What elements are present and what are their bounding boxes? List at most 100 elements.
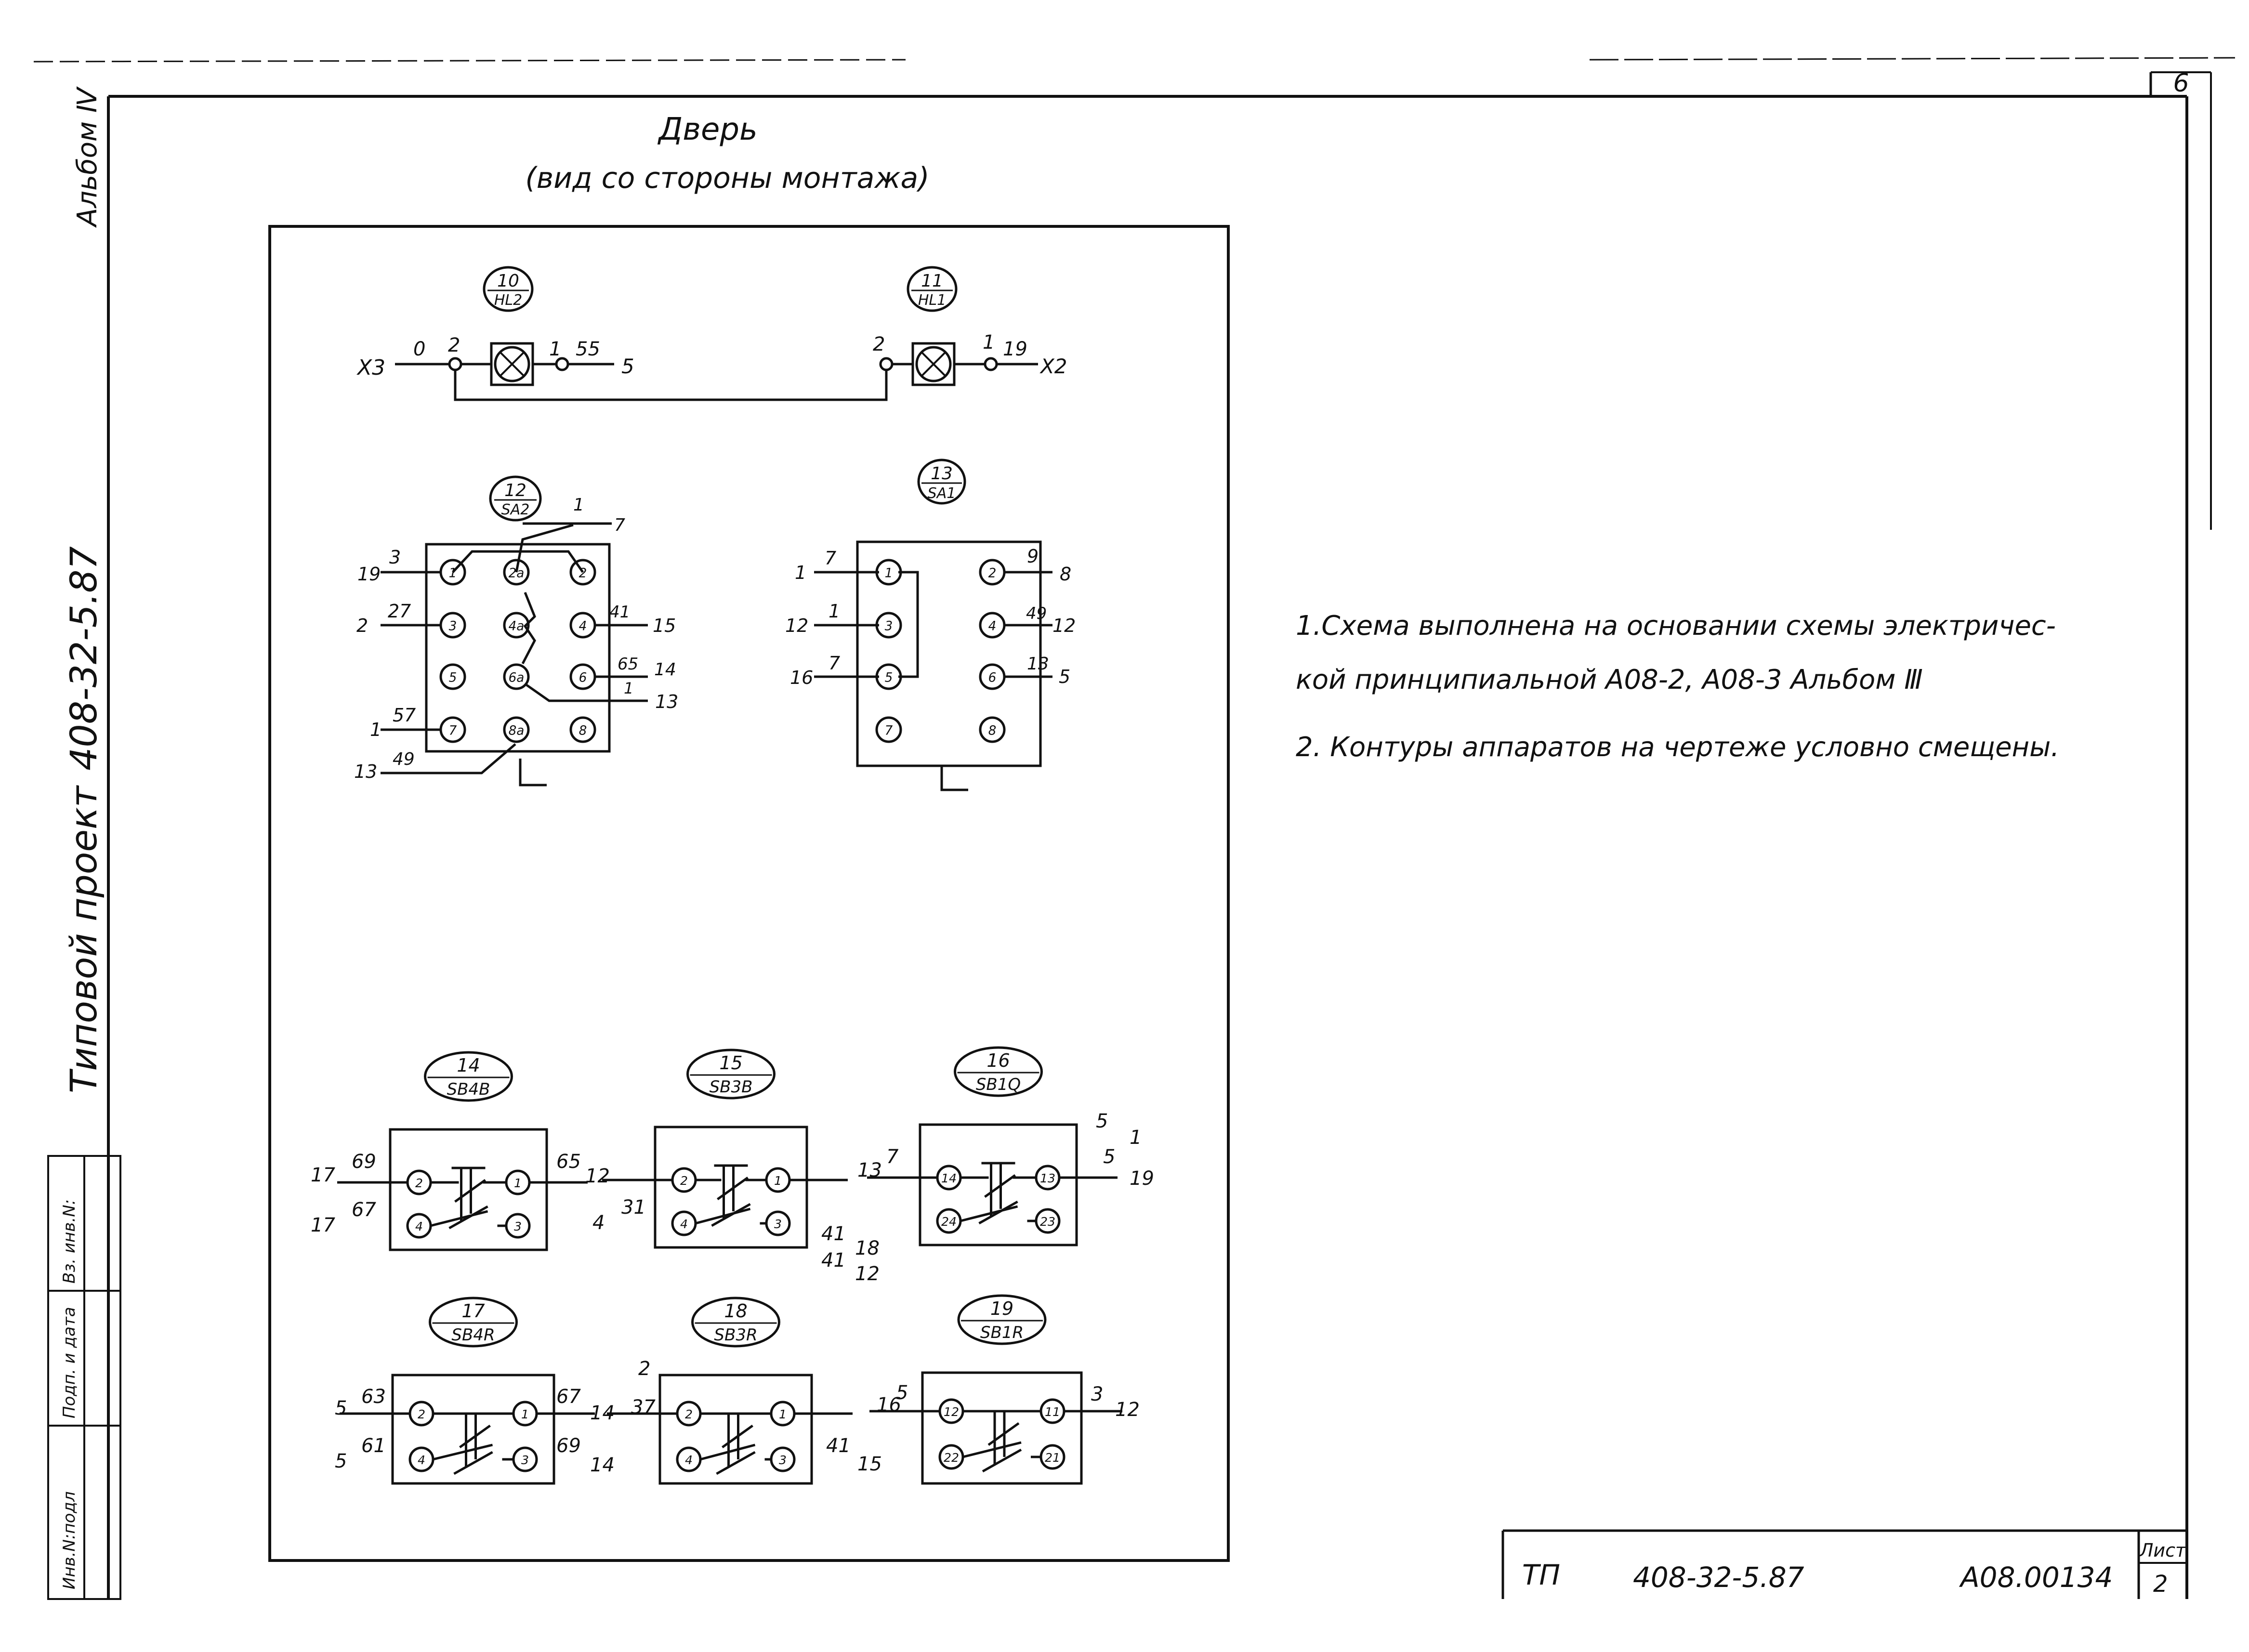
pin-circle	[875, 612, 902, 639]
button-wire-label: 61	[361, 1435, 386, 1457]
sa1-label: 7	[825, 548, 836, 569]
switch-sa1-labels: 1 7 9 8 12 1 49 12 16 7 13 5	[785, 546, 1076, 688]
button-wire-label: 31	[621, 1196, 646, 1219]
sa1-pin-label: 1	[885, 566, 893, 581]
pin-circle	[569, 612, 596, 639]
switch-sa2-type: SA2	[501, 501, 530, 518]
button-wire-label: 17	[311, 1214, 335, 1236]
button-body	[389, 1128, 548, 1251]
button-pin-label: 2	[680, 1174, 688, 1188]
sa2-pin-label: 3	[449, 619, 457, 634]
button-ref: 17	[461, 1300, 485, 1322]
button-pusher	[448, 1167, 488, 1230]
lamp-hl1-pin-right: 1	[983, 331, 995, 354]
sa1-pin-label: 3	[885, 619, 893, 634]
sa1-label: 1	[795, 562, 806, 583]
button-body	[921, 1371, 1083, 1485]
button-wire-label: 4	[592, 1212, 605, 1234]
sa1-pin-label: 7	[885, 724, 893, 738]
button-type: SB4R	[451, 1325, 495, 1345]
lamp-hl2-type: HL2	[494, 292, 522, 309]
lamp-hl1	[879, 266, 1038, 386]
sheet-frame	[33, 57, 2236, 1599]
sa2-pin-label: 8	[579, 724, 587, 738]
title-block	[1501, 1529, 2187, 1599]
pin-circle	[979, 663, 1006, 690]
button-type: SB3R	[714, 1325, 757, 1345]
title-block-code: А08.00134	[1959, 1561, 2113, 1594]
sa2-pin-label: 5	[449, 671, 457, 685]
sa1-label: 49	[1026, 604, 1047, 623]
sa2-label: 15	[653, 615, 676, 636]
project-type-side: Типовой проект	[62, 785, 105, 1093]
pin-circle	[875, 559, 902, 586]
switch-sa2-labels: 1 7 19 3 2 27 41 15 65 14 1 13 1 57 13 4…	[354, 495, 678, 782]
sa2-label: 13	[354, 761, 377, 782]
album-label: Альбом Ⅳ	[72, 86, 103, 228]
pin-circle	[503, 663, 530, 690]
button-body	[391, 1374, 555, 1485]
note-line-1: 1.Схема выполнена на основании схемы эле…	[1296, 610, 2056, 642]
button-wire-label: 63	[361, 1386, 386, 1408]
lamp-hl2-wire-out: 55	[576, 338, 600, 360]
sa2-label: 1	[370, 719, 381, 740]
lamp-hl2-tag	[483, 266, 534, 312]
lamp-hl1-ref: 11	[921, 271, 943, 291]
pin-circle	[439, 716, 466, 743]
switch-sa1-tag	[917, 459, 966, 505]
sa2-pin-label: 6а	[509, 671, 525, 685]
button-pin-label: 23	[1040, 1215, 1055, 1229]
button-pin-label: 3	[774, 1217, 782, 1231]
switch-sa1-body	[856, 540, 1042, 767]
pin-circle	[569, 663, 596, 690]
button-pusher	[982, 1410, 1022, 1473]
lamp-hl2	[395, 266, 888, 401]
sa2-label: 14	[654, 660, 676, 680]
sa2-label: 3	[389, 547, 401, 568]
button-tag	[954, 1046, 1043, 1097]
sa1-label: 5	[1059, 666, 1070, 687]
button-contacts	[695, 1179, 766, 1225]
pin-circle	[875, 663, 902, 690]
button-pin-label: 3	[521, 1453, 529, 1467]
sa2-label: 57	[393, 705, 416, 726]
stamp-vz-inv: Вз. инв.N:	[60, 1199, 79, 1284]
button-tag	[691, 1297, 780, 1348]
button-ref: 19	[990, 1298, 1013, 1319]
button-tag	[424, 1051, 513, 1102]
button-wire-label: 5	[896, 1382, 908, 1404]
button-contacts	[960, 1176, 1036, 1222]
button-wire-label: 5	[335, 1397, 347, 1419]
title-block-tp: ТП	[1522, 1559, 1560, 1591]
sa2-pin-label: 1	[449, 566, 457, 581]
sa1-pin-label: 6	[988, 671, 997, 685]
note-line-3: 2. Контуры аппаратов на чертеже условно …	[1296, 732, 2059, 763]
project-number-side: 408-32-5.87	[62, 546, 105, 771]
button-wire-label: 2	[638, 1358, 650, 1380]
title-block-sheet-value: 2	[2153, 1571, 2168, 1598]
button-pusher	[711, 1164, 751, 1227]
button-pin-label: 14	[941, 1171, 957, 1185]
title-block-sheet-label: Лист	[2139, 1540, 2187, 1561]
button-body	[919, 1123, 1078, 1246]
door-panel	[268, 225, 1230, 1562]
sa1-pin-label: 2	[988, 566, 997, 581]
pin-circle	[439, 559, 466, 586]
sa2-pin-label: 7	[449, 724, 457, 738]
pin-circle	[979, 612, 1006, 639]
sa1-label: 1	[829, 601, 840, 622]
button-type: SB1R	[980, 1323, 1024, 1342]
sa1-pin-label: 5	[885, 671, 893, 685]
button-wire-label: 12	[855, 1263, 880, 1285]
switch-sa2	[381, 475, 648, 787]
switch-sa1-ref: 13	[931, 464, 953, 484]
pin-circle	[875, 716, 902, 743]
button-pin-label: 1	[779, 1407, 787, 1421]
sa2-pin-label: 2	[579, 566, 587, 581]
button-body	[658, 1374, 813, 1485]
pin-circle	[439, 663, 466, 690]
sa2-label: 19	[357, 564, 381, 585]
